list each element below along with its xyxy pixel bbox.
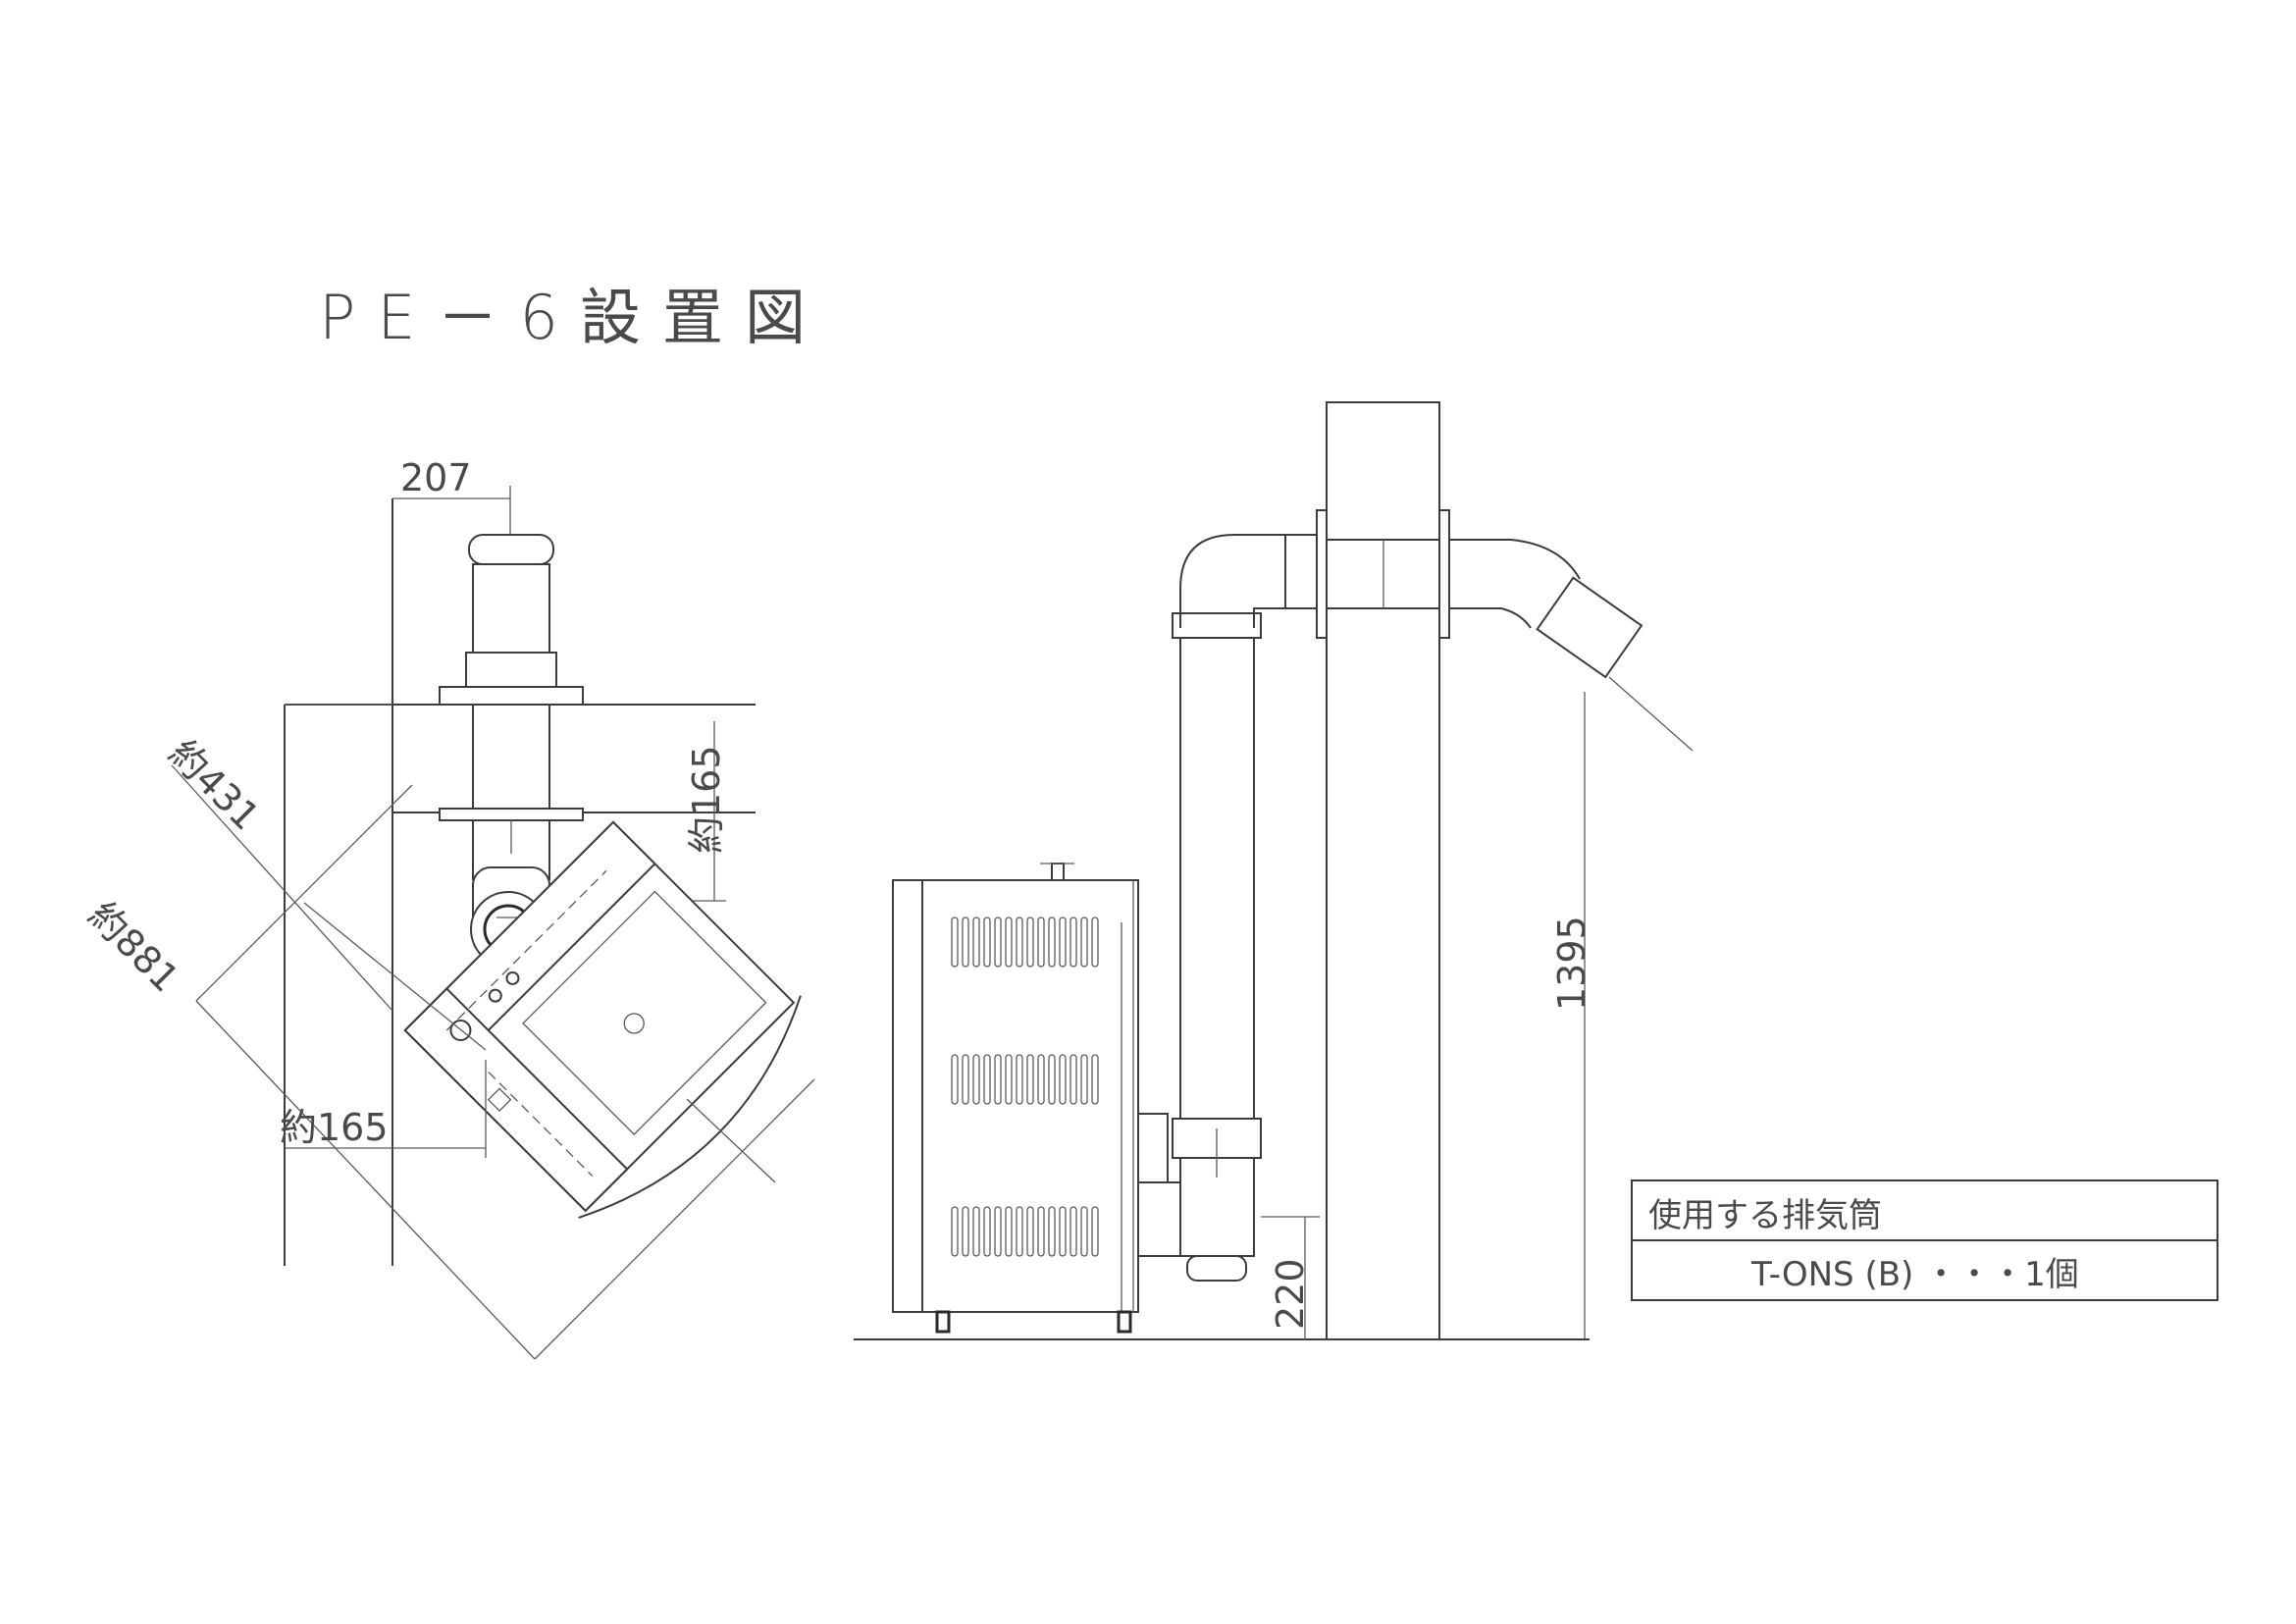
wall-flange-left bbox=[1316, 509, 1328, 639]
dim-165-upper-label: 約165 bbox=[685, 745, 728, 854]
vent-slot bbox=[1048, 1206, 1056, 1257]
dim-881-label: 約881 bbox=[80, 893, 187, 1000]
vent-slot bbox=[1080, 1206, 1088, 1257]
vent-slots bbox=[951, 917, 1099, 1257]
vent-slot bbox=[1016, 1054, 1023, 1105]
vent-slot bbox=[962, 917, 969, 968]
vent-slot bbox=[1070, 917, 1077, 968]
vent-slot bbox=[972, 1206, 980, 1257]
vent-slot bbox=[983, 1206, 991, 1257]
vent-slot bbox=[1037, 1206, 1045, 1257]
parts-table-item: T-ONS (B) ・・・1個 bbox=[1750, 1255, 2079, 1294]
vent-slot bbox=[1059, 1206, 1067, 1257]
vent-slot bbox=[1070, 1054, 1077, 1105]
vent-slot bbox=[994, 917, 1002, 968]
vent-slot bbox=[1091, 1054, 1099, 1105]
parts-table-header: 使用する排気筒 bbox=[1648, 1196, 1882, 1235]
vent-slot bbox=[1059, 917, 1067, 968]
vent-slot bbox=[951, 1054, 959, 1105]
pipe-cap bbox=[468, 534, 554, 565]
vent-slot bbox=[1080, 917, 1088, 968]
vent-slot bbox=[1080, 1054, 1088, 1105]
heater-top-knob bbox=[1051, 863, 1065, 881]
dim-220-label: 220 bbox=[1269, 1258, 1312, 1330]
vent-slot bbox=[951, 1206, 959, 1257]
vent-slot bbox=[1059, 1054, 1067, 1105]
vent-slot bbox=[972, 1054, 980, 1105]
vent-slot bbox=[1091, 917, 1099, 968]
vent-slot bbox=[951, 917, 959, 968]
vertical-flue bbox=[1179, 627, 1255, 1129]
flue-terminal bbox=[1536, 576, 1644, 679]
vent-slot bbox=[1037, 1054, 1045, 1105]
vent-slot bbox=[1005, 1054, 1013, 1105]
dim-165-lower-label: 約165 bbox=[280, 1106, 389, 1149]
heater-front-curve bbox=[578, 995, 802, 1219]
vent-slot bbox=[1026, 1054, 1034, 1105]
vent-slot bbox=[972, 917, 980, 968]
pipe-flange-top bbox=[439, 686, 584, 706]
vent-slot bbox=[1070, 1206, 1077, 1257]
vent-slot bbox=[1091, 1206, 1099, 1257]
vent-slot bbox=[1005, 1206, 1013, 1257]
heater-front-panel bbox=[892, 879, 923, 1313]
vent-slot bbox=[1026, 917, 1034, 968]
dim-881-line bbox=[195, 1000, 536, 1360]
vent-slot bbox=[1016, 917, 1023, 968]
dim-431-label: 約431 bbox=[161, 731, 268, 838]
vent-slot bbox=[1016, 1206, 1023, 1257]
heater-grille bbox=[522, 890, 767, 1135]
dim-207-label: 207 bbox=[400, 456, 472, 499]
vent-slot bbox=[1048, 1054, 1056, 1105]
vent-slot bbox=[1026, 1206, 1034, 1257]
pipe-through-wall bbox=[472, 704, 550, 813]
dim-431-line bbox=[171, 764, 393, 1012]
vent-slot bbox=[983, 1054, 991, 1105]
drawing-title: PE－6設置図 bbox=[319, 282, 827, 353]
heater-top bbox=[403, 820, 802, 1219]
dim-1395-label: 1395 bbox=[1550, 916, 1593, 1011]
vent-slot bbox=[1005, 917, 1013, 968]
vent-slot bbox=[994, 1206, 1002, 1257]
heater-side bbox=[892, 863, 1183, 1334]
pipe-flange-bottom bbox=[439, 808, 584, 821]
flue-elbow-left bbox=[1179, 534, 1305, 628]
heater-side-body bbox=[921, 879, 1139, 1313]
heater-foot-back bbox=[1117, 1310, 1132, 1334]
vent-slot bbox=[1037, 917, 1045, 968]
flue-elbow-right bbox=[1449, 539, 1581, 580]
vent-slot bbox=[994, 1054, 1002, 1105]
heater-foot-front bbox=[935, 1310, 951, 1334]
side-view: 1395 220 bbox=[854, 401, 1694, 1340]
top-view: 207 約165 bbox=[80, 456, 815, 1360]
vent-slot bbox=[983, 917, 991, 968]
wall-flange-right bbox=[1438, 509, 1450, 639]
vent-slot bbox=[1048, 917, 1056, 968]
parts-table: 使用する排気筒 T-ONS (B) ・・・1個 bbox=[1631, 1179, 2218, 1301]
vent-slot bbox=[962, 1206, 969, 1257]
vent-slot bbox=[962, 1054, 969, 1105]
